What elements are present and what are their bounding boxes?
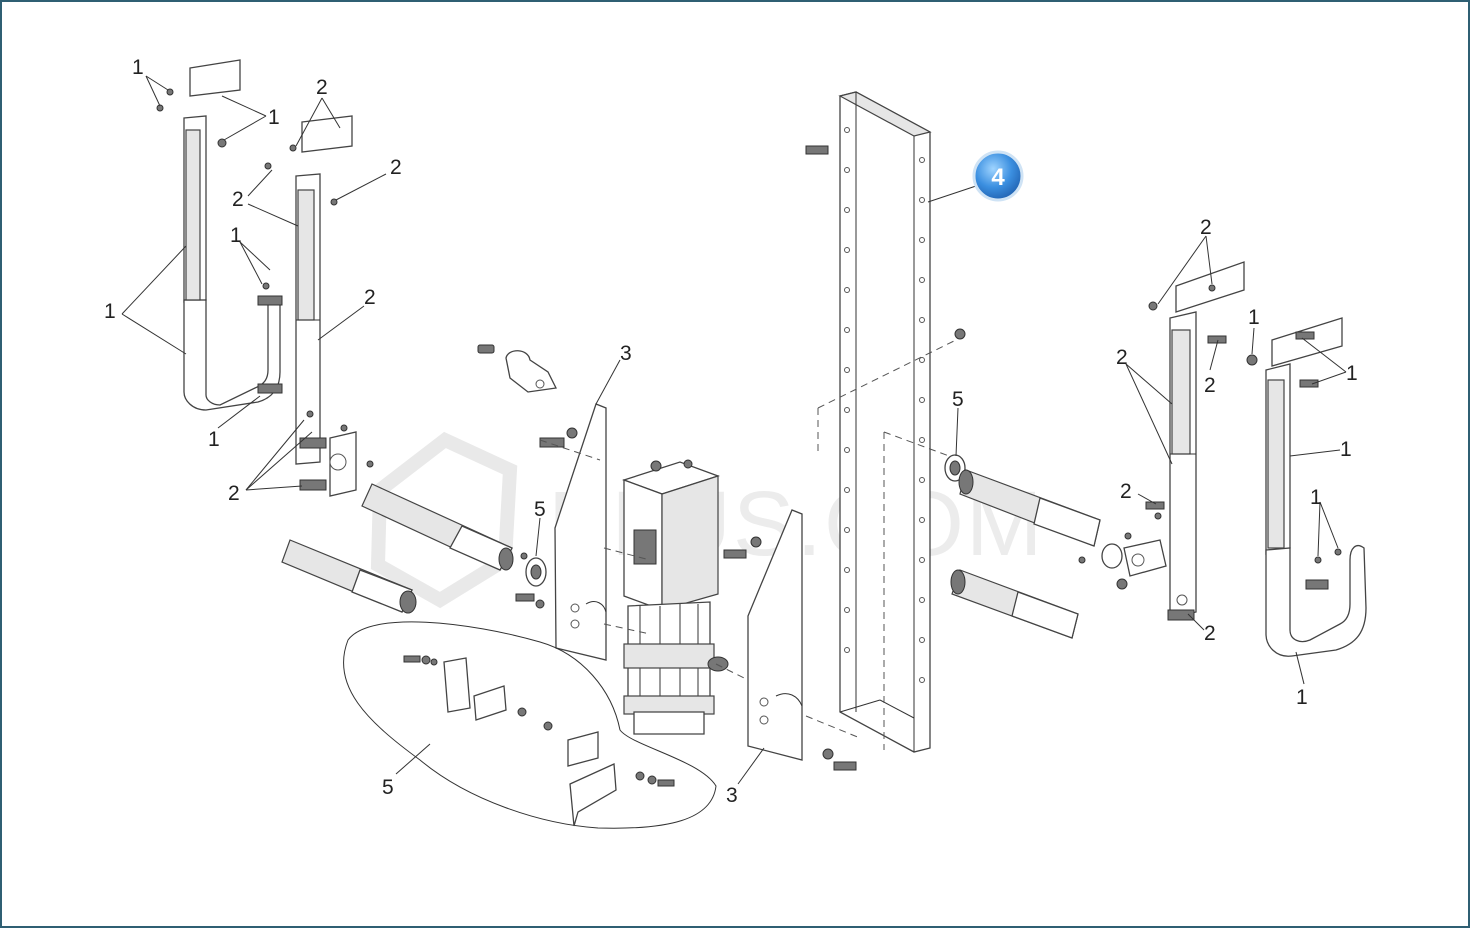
callout-badge[interactable]: 4 <box>972 150 1024 202</box>
part-label: 5 <box>952 388 964 411</box>
part-label: 2 <box>390 156 402 179</box>
part-label: 2 <box>364 286 376 309</box>
right-shaft-upper <box>958 469 1132 564</box>
hardware-kit-loop <box>343 621 717 829</box>
part-label: 2 <box>1204 374 1216 397</box>
right-hub <box>1101 539 1167 590</box>
part-label: 5 <box>382 776 394 799</box>
assembly-dashed-lines <box>539 339 961 750</box>
part-label: 2 <box>1204 622 1216 645</box>
part-label: 2 <box>232 188 244 211</box>
part-label: 1 <box>132 56 144 79</box>
right-inner-bracket <box>1145 261 1245 621</box>
left-bearing-5 <box>525 557 547 587</box>
left-inner-bracket <box>264 115 374 497</box>
part-label: 1 <box>1310 486 1322 509</box>
left-side-plate <box>554 403 607 661</box>
pivot-pin <box>477 344 578 609</box>
part-label: 2 <box>1200 216 1212 239</box>
part-label: 1 <box>1346 362 1358 385</box>
part-label: 3 <box>620 342 632 365</box>
part-label: 1 <box>230 224 242 247</box>
part-label: 1 <box>1340 438 1352 461</box>
part-label: 2 <box>1120 480 1132 503</box>
part-label: 3 <box>726 784 738 807</box>
part-label: 2 <box>1116 346 1128 369</box>
right-shaft-lower <box>950 569 1079 639</box>
part-label: 5 <box>534 498 546 521</box>
part-label: 1 <box>104 300 116 323</box>
part-label: 2 <box>228 482 240 505</box>
column-hole-row <box>844 127 925 683</box>
part-label: 2 <box>316 76 328 99</box>
part-label: 1 <box>1248 306 1260 329</box>
tall-column-4 <box>838 91 932 753</box>
right-side-plate <box>747 509 803 761</box>
part-label: 1 <box>208 428 220 451</box>
right-outer-hanger <box>1246 317 1367 657</box>
left-shaft-lower <box>281 539 417 614</box>
leader-lines <box>121 75 1347 785</box>
part-labels: 1 1 1 1 1 2 2 2 2 2 3 5 5 3 5 2 2 2 2 2 … <box>104 56 1358 807</box>
part-label: 1 <box>268 106 280 129</box>
callout-label: 4 <box>991 164 1005 191</box>
left-outer-hanger <box>156 59 283 411</box>
part-label: 1 <box>1296 686 1308 709</box>
actuator-column <box>622 459 729 735</box>
left-shaft-upper <box>361 483 528 571</box>
